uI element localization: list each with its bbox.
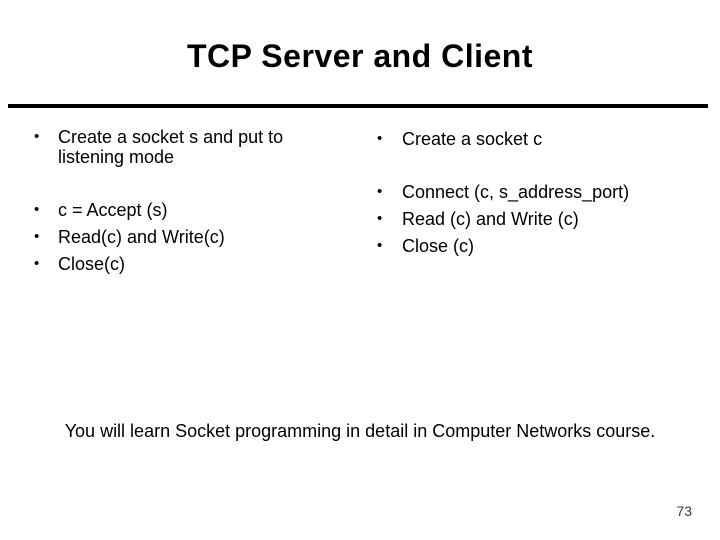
list-item: • Close(c) xyxy=(30,254,322,274)
bullet-icon: • xyxy=(377,183,383,200)
bullet-text: Read(c) and Write(c) xyxy=(58,227,225,247)
bullet-icon: • xyxy=(377,130,383,147)
bullet-text: Close (c) xyxy=(402,236,475,256)
bullet-text: Read (c) and Write (c) xyxy=(402,209,579,229)
footnote: You will learn Socket programming in det… xyxy=(64,421,656,441)
list-item: • c = Accept (s) xyxy=(30,200,322,220)
slide-title: TCP Server and Client xyxy=(186,38,533,74)
list-item: • Create a socket c xyxy=(373,129,683,149)
list-item: • Read (c) and Write (c) xyxy=(373,209,683,229)
bullet-text: Close(c) xyxy=(58,254,126,274)
client-bullet-list: • Create a socket c • Connect (c, s_addr… xyxy=(373,129,683,263)
page-number: 73 xyxy=(676,503,692,519)
list-item: • Create a socket s and put to listening… xyxy=(30,127,322,167)
bullet-text: Create a socket s and put to listening m… xyxy=(58,127,284,167)
list-item: • Read(c) and Write(c) xyxy=(30,227,322,247)
server-bullet-list: • Create a socket s and put to listening… xyxy=(30,127,322,281)
bullet-icon: • xyxy=(34,128,40,145)
list-item: • Connect (c, s_address_port) xyxy=(373,182,683,202)
bullet-text: Create a socket c xyxy=(402,129,543,149)
bullet-icon: • xyxy=(377,237,383,254)
title-divider xyxy=(8,104,708,108)
bullet-icon: • xyxy=(377,210,383,227)
bullet-text: c = Accept (s) xyxy=(58,200,168,220)
bullet-text: Connect (c, s_address_port) xyxy=(402,182,630,202)
list-item: • Close (c) xyxy=(373,236,683,256)
bullet-icon: • xyxy=(34,255,40,272)
bullet-icon: • xyxy=(34,228,40,245)
bullet-icon: • xyxy=(34,201,40,218)
